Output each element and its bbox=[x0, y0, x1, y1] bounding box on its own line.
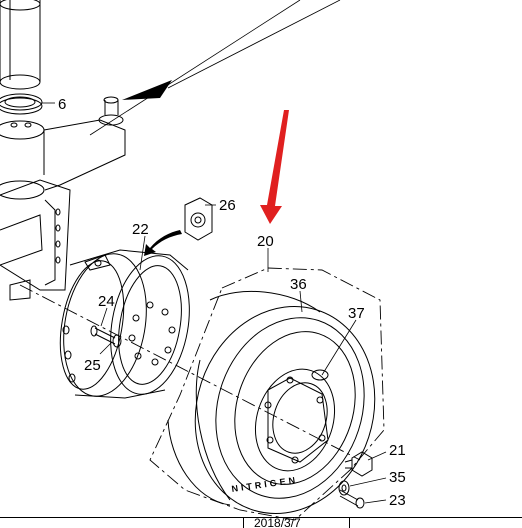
upper-cylinder bbox=[0, 0, 41, 90]
washer-part-35 bbox=[338, 480, 350, 496]
wheel-assembly-envelope bbox=[149, 267, 385, 521]
title-block-empty-cell bbox=[349, 518, 522, 528]
lug-nut-part-21 bbox=[344, 451, 373, 477]
callout-35: 35 bbox=[389, 469, 406, 486]
callout-26: 26 bbox=[219, 197, 236, 214]
callout-6: 6 bbox=[58, 96, 66, 113]
bolt-part-24 bbox=[90, 325, 122, 348]
tire-brand-text: NITRIGEN bbox=[231, 475, 299, 494]
hub-motor-part-22 bbox=[59, 249, 190, 399]
connector-part-26 bbox=[184, 197, 213, 241]
callout-36: 36 bbox=[290, 276, 307, 293]
callout-22: 22 bbox=[132, 221, 149, 238]
bolt-part-23 bbox=[339, 489, 365, 509]
callout-20: 20 bbox=[257, 233, 274, 250]
assembly-arrow-black bbox=[144, 230, 182, 256]
assembly-leader-line bbox=[167, 0, 341, 89]
title-block-date-cell: 2018/3/7 bbox=[243, 518, 349, 528]
callout-25: 25 bbox=[84, 357, 101, 374]
assembly-centerline bbox=[19, 284, 361, 461]
washer-part-6 bbox=[0, 93, 43, 115]
callout-37: 37 bbox=[348, 305, 365, 322]
axle-arm bbox=[0, 119, 126, 301]
callout-23: 23 bbox=[389, 492, 406, 509]
pin-arrow-black bbox=[122, 80, 172, 100]
wheel-assembly-part-20 bbox=[167, 290, 376, 514]
highlight-arrow bbox=[260, 110, 289, 224]
frame-edge-line bbox=[89, 0, 301, 136]
callout-leaders bbox=[42, 102, 387, 504]
title-block-date: 2018/3/7 bbox=[254, 518, 301, 528]
title-block: 2018/3/7 bbox=[0, 517, 522, 528]
callout-24: 24 bbox=[98, 293, 115, 310]
callout-21: 21 bbox=[389, 442, 406, 459]
